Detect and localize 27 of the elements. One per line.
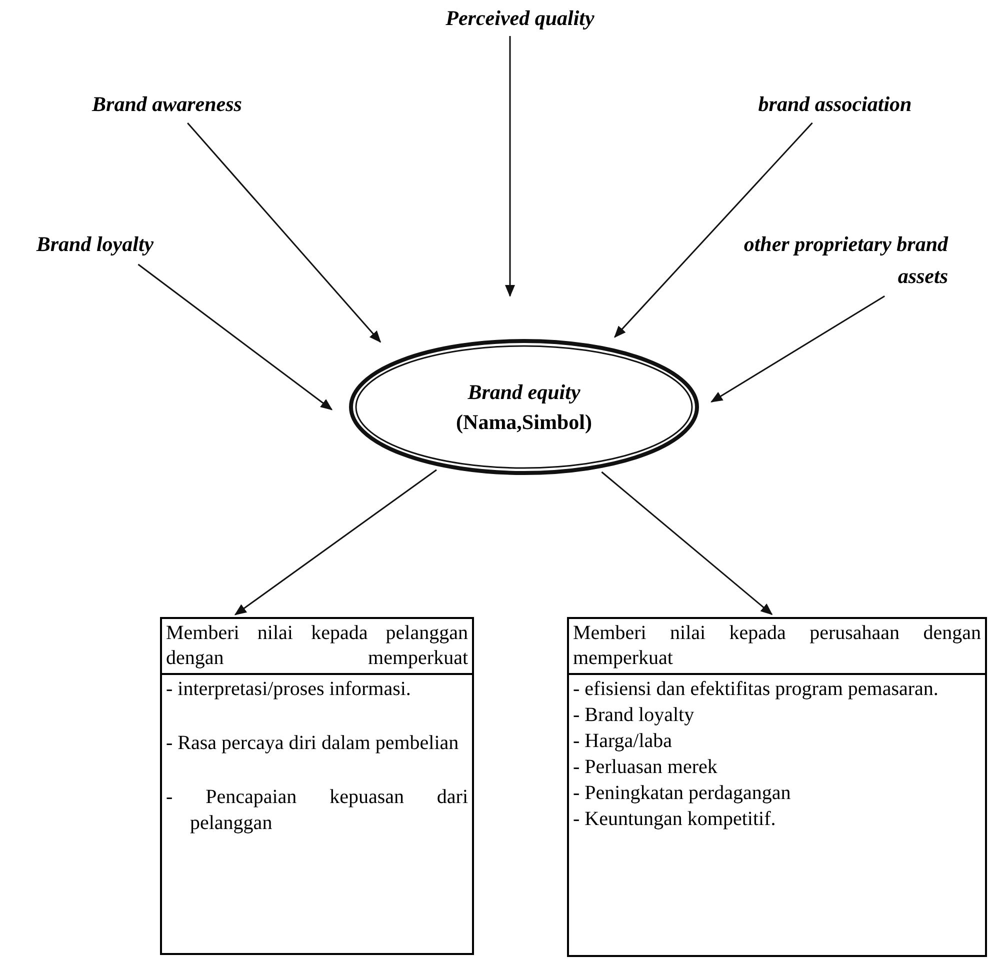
factor-label: Brand loyalty <box>35 231 155 258</box>
benefit-item: - Brand loyalty <box>573 703 696 728</box>
arrow <box>187 122 382 343</box>
arrow <box>614 122 813 338</box>
benefit-item: - Harga/laba <box>573 729 674 754</box>
benefit-item: - Keuntungan kompetitif. <box>573 807 777 832</box>
arrow <box>234 469 437 616</box>
factor-label: other proprietary brand assets <box>742 231 948 290</box>
benefit-item: - Rasa percaya diri dalam pembelian <box>166 731 460 756</box>
benefit-item: - Peningkatan perdagangan <box>573 781 792 806</box>
factor-label: Brand awareness <box>90 91 243 118</box>
arrow <box>601 471 773 616</box>
benefit-item: - Pencapaian kepuasan dari pelanggan <box>166 785 468 836</box>
factor-label: Perceived quality <box>444 5 596 32</box>
benefit-table <box>160 617 474 955</box>
table-header: Memberi nilai kepada perusahaan dengan memperkuat <box>569 619 985 675</box>
ellipse-title: Brand equity <box>468 379 580 406</box>
arrow <box>138 264 333 410</box>
factor-label: brand association <box>757 91 913 118</box>
benefit-table <box>567 617 987 957</box>
benefit-item: - Perluasan merek <box>573 755 718 780</box>
arrow <box>505 36 515 297</box>
ellipse-subtitle: (Nama,Simbol) <box>456 409 592 436</box>
benefit-item: - efisiensi dan efektifitas program pemasaran. <box>573 677 940 702</box>
benefit-item: - interpretasi/proses informasi. <box>166 677 412 702</box>
arrow <box>710 295 885 403</box>
table-header: Memberi nilai kepada pelanggan dengan memperkuat <box>162 619 472 675</box>
